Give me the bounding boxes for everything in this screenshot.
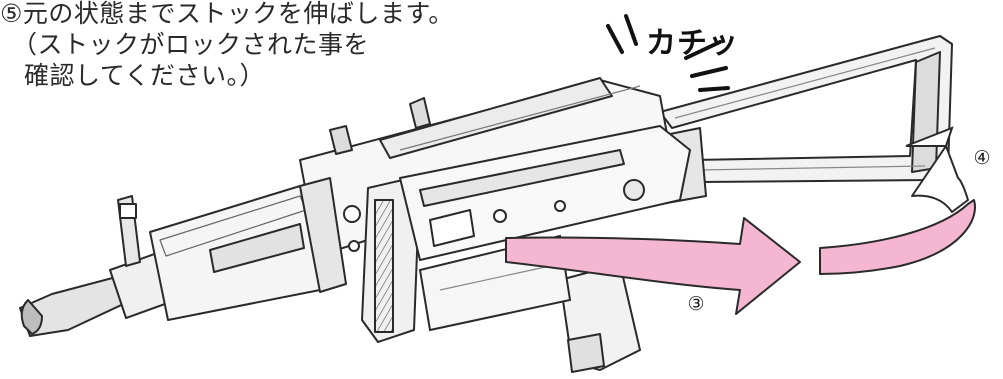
rotation-arrow-step3 <box>505 217 801 315</box>
click-impact-lines <box>606 14 730 92</box>
instruction-line-1: ⑤元の状態までストックを伸ばします。 <box>0 0 454 28</box>
instruction-line-3: 確認してください。） <box>24 61 266 90</box>
barrel-assembly <box>19 185 321 337</box>
rotation-arrow-step4 <box>819 126 976 275</box>
step-4-label: ④ <box>973 147 991 169</box>
step-3-label: ③ <box>687 293 705 315</box>
pistol-grip <box>559 263 641 373</box>
instruction-line-2: （ストックがロックされた事を <box>12 30 370 59</box>
click-sound-label: カチッ <box>646 26 739 61</box>
stock-butt <box>361 125 691 343</box>
instruction-text: ⑤元の状態までストックを伸ばします。 （ストックがロックされた事を 確認してくだ… <box>0 0 454 91</box>
